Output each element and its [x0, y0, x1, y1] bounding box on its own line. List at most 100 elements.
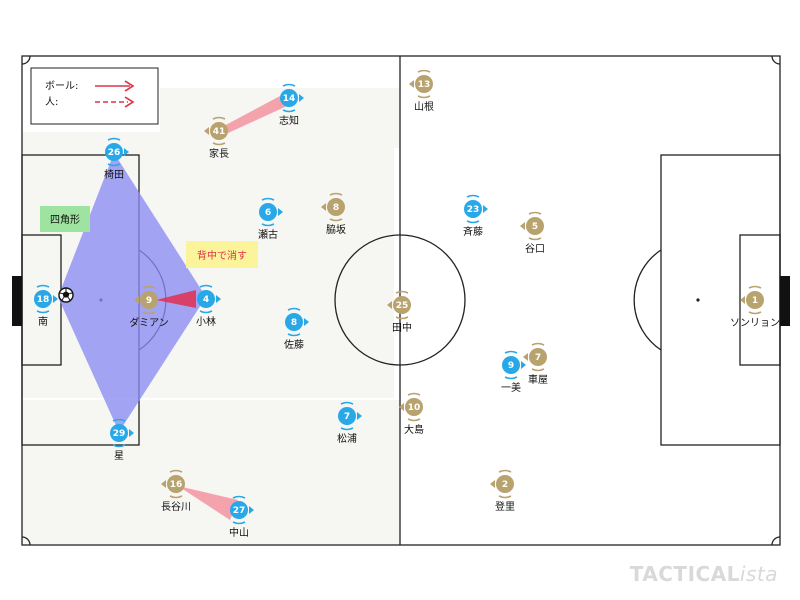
player-number: 29: [113, 429, 126, 439]
player-circle: [746, 291, 764, 309]
player-name: 小林: [196, 315, 216, 328]
facing-arrow-icon: [204, 127, 209, 135]
player-name: 長谷川: [161, 501, 191, 513]
player-circle: [464, 200, 482, 218]
player-marker-gold: 7車屋: [523, 342, 548, 386]
shoulder-mark: [395, 316, 409, 320]
player-number: 26: [108, 148, 121, 158]
facing-arrow-icon: [321, 203, 326, 211]
player-number: 6: [265, 208, 271, 218]
facing-arrow-icon: [523, 353, 528, 361]
shoulder-mark: [504, 376, 518, 380]
player-number: 2: [502, 480, 508, 490]
shoulder-mark: [107, 163, 121, 167]
annotation-shape-text: 四角形: [50, 214, 80, 226]
player-number: 14: [283, 94, 296, 104]
shoulder-mark: [169, 469, 183, 473]
player-number: 8: [291, 318, 297, 328]
player-number: 23: [467, 205, 480, 215]
player-circle: [210, 122, 228, 140]
player-number: 27: [233, 506, 246, 516]
shoulder-mark: [212, 142, 226, 146]
shoulder-mark: [199, 284, 213, 288]
ball: [58, 287, 74, 303]
shoulder-mark: [466, 194, 480, 198]
legend-ball-label: ボール:: [45, 80, 78, 92]
corner-arc-bl: [21, 536, 31, 546]
shoulder-mark: [169, 495, 183, 499]
player-name: 志知: [279, 114, 299, 127]
shoulder-mark: [282, 83, 296, 87]
shoulder-mark: [282, 109, 296, 113]
player-circle: [285, 313, 303, 331]
player-number: 7: [535, 353, 541, 363]
player-name: 大島: [404, 423, 424, 436]
player-marker-gold: 5谷口: [520, 211, 545, 255]
player-marker-gold: 8脇坂: [321, 192, 346, 236]
player-name: 瀬古: [258, 228, 278, 241]
player-circle: [259, 203, 277, 221]
shoulder-mark: [232, 521, 246, 525]
annotation-shape-box: 四角形: [40, 206, 90, 232]
player-name: ダミアン: [129, 316, 169, 329]
player-circle: [105, 143, 123, 161]
player-circle: [526, 217, 544, 235]
facing-arrow-icon: [278, 208, 283, 216]
player-circle: [502, 356, 520, 374]
shoulder-mark: [287, 333, 301, 337]
corner-arc-br: [771, 536, 781, 546]
shoulder-mark: [340, 401, 354, 405]
player-name: 斉藤: [463, 225, 483, 238]
player-number: 10: [408, 403, 421, 413]
right-goal: [780, 276, 790, 326]
shoulder-mark: [407, 418, 421, 422]
player-circle: [327, 198, 345, 216]
player-circle: [34, 290, 52, 308]
player-marker-blue: 7松浦: [337, 401, 362, 445]
facing-arrow-icon: [409, 80, 414, 88]
shoulder-mark: [498, 469, 512, 473]
player-circle: [338, 407, 356, 425]
player-number: 18: [37, 295, 50, 305]
player-name: 星: [114, 450, 124, 462]
player-marker-gold: 2登里: [490, 469, 515, 513]
shoulder-mark: [531, 342, 545, 346]
player-name: 一美: [501, 381, 521, 394]
player-number: 9: [146, 296, 152, 306]
shoulder-mark: [395, 290, 409, 294]
cone-damian-kobayashi: [156, 290, 196, 308]
player-circle: [110, 424, 128, 442]
facing-arrow-icon: [161, 480, 166, 488]
shoulder-mark: [199, 310, 213, 314]
facing-arrow-icon: [129, 429, 134, 437]
player-marker-blue: 29 星: [110, 418, 134, 462]
facing-arrow-icon: [490, 480, 495, 488]
facing-arrow-icon: [483, 205, 488, 213]
shoulder-mark: [417, 95, 431, 99]
player-name: 南: [38, 315, 48, 328]
facing-arrow-icon: [521, 361, 526, 369]
player-number: 25: [396, 301, 409, 311]
player-name: 脇坂: [326, 224, 346, 236]
legend-ball-arrowhead: [124, 80, 135, 92]
players-layer: 18南26椅田29星4小林6瀬古8佐藤14志知7松浦27中山23斉藤9一美41家…: [34, 69, 780, 539]
legend-box: ボール: 人:: [30, 67, 159, 125]
corner-arc-tr: [771, 55, 781, 65]
player-name: 椅田: [104, 168, 124, 181]
shoulder-mark: [466, 220, 480, 224]
player-circle: [496, 475, 514, 493]
player-circle: [197, 290, 215, 308]
shoulder-mark: [340, 427, 354, 431]
shoulder-mark: [407, 392, 421, 396]
player-circle: [529, 348, 547, 366]
facing-arrow-icon: [387, 301, 392, 309]
facing-arrow-icon: [520, 222, 525, 230]
facing-arrow-icon: [249, 506, 254, 514]
annotation-erase-box: 背中で消す: [186, 241, 258, 268]
shoulder-mark: [287, 307, 301, 311]
player-marker-blue: 14 志知: [279, 83, 304, 127]
